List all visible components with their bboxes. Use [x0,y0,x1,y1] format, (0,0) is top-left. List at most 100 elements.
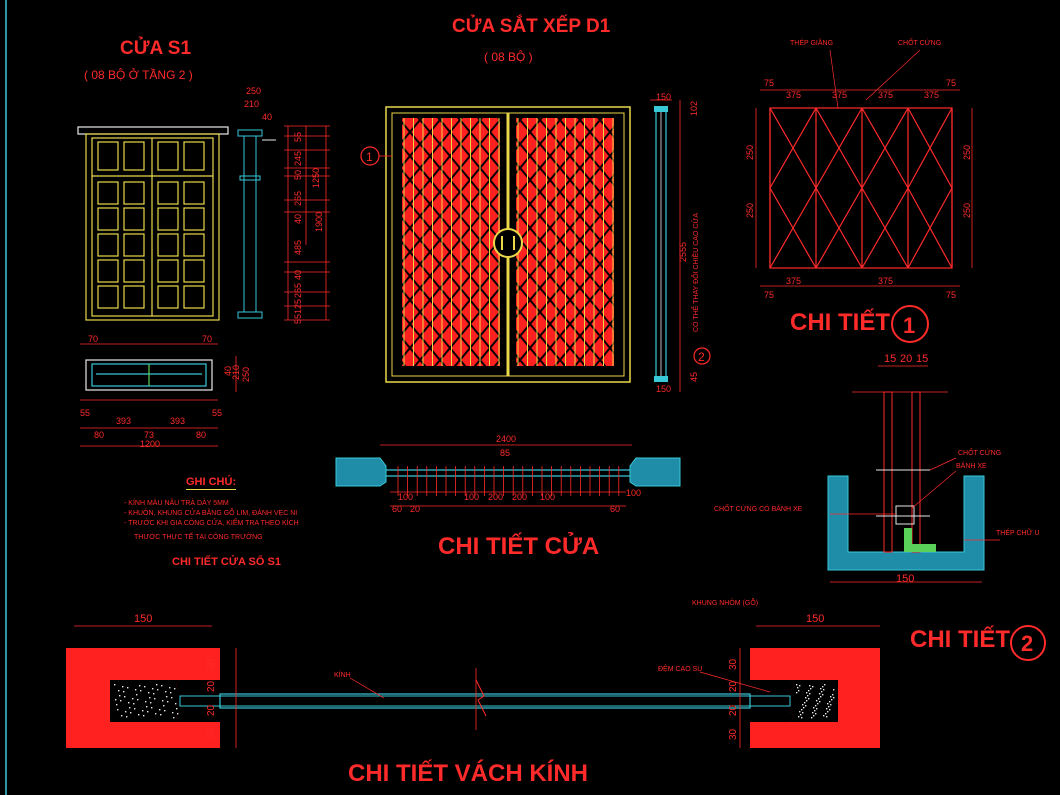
dim-text: 55 [212,408,222,418]
filler-speck [816,700,818,702]
dim-text: 55 [293,132,303,142]
lattice-bar [815,107,863,189]
filler-speck [828,706,830,708]
dim-text: 393 [116,416,131,426]
filler-speck [819,693,821,695]
label-kinh: KÍNH [334,672,351,679]
filler-speck [811,717,813,719]
filler-speck [145,701,147,703]
dim-text: 40 [223,366,233,376]
filler-speck [157,689,159,691]
dim-text: 150 [656,384,671,394]
filler-speck [813,715,815,717]
dim-text: 55 [80,408,90,418]
window-pane [183,141,205,171]
callout-2-text: 2 [698,350,705,364]
dim-text: 250 [745,203,755,218]
title-chi-tiet-1: CHI TIẾT [790,309,890,336]
filler-speck [128,702,130,704]
filler-speck [176,708,178,710]
dim-text: 30 [206,728,217,740]
filler-speck [833,689,835,691]
dim-text: 375 [924,90,939,100]
dim-text: 20 [206,704,217,716]
filler-speck [123,691,125,693]
dim-text: 200 [488,492,503,502]
filler-speck [830,704,832,706]
filler-speck [809,693,811,695]
dim-text: 40 [293,270,303,280]
filler-speck [818,698,820,700]
filler-speck [823,689,825,691]
window-pane [157,233,179,257]
dim-text: 375 [786,276,801,286]
filler-speck [817,703,819,705]
dim-text: 55 [293,314,303,324]
filler-speck [154,698,156,700]
filler-speck [805,697,807,699]
filler-speck [146,706,148,708]
detail-2-channel [827,365,1000,583]
filler-speck [140,690,142,692]
window-pane [183,181,205,205]
notes-line-4: THƯỚC THỰC TẾ TẠI CÔNG TRƯỜNG [134,534,263,541]
filler-speck [804,702,806,704]
dim-text: 75 [946,78,956,88]
detail-1-number: 1 [903,313,915,338]
dim-text: 30 [728,658,739,670]
window-pane [157,141,179,171]
filler-speck [172,712,174,714]
dim-text: 375 [878,276,893,286]
dim-text: 210 [231,365,241,380]
dim-text: 40 [262,112,272,122]
dim-text: 30 [206,658,217,670]
label-khung-nhom: KHUNG NHÔM (GỖ) [692,600,759,607]
title-cua-sat-xep: CỬA SẮT XẾP D1 [452,16,611,37]
window-s1-section [237,129,276,319]
dim-text: 80 [94,430,104,440]
filler-speck [142,710,144,712]
dim-text: 30 [728,728,739,740]
filler-speck [129,707,131,709]
filler-speck [148,692,150,694]
window-pane [123,207,145,231]
filler-speck [164,710,166,712]
dim-text: 85 [500,448,510,458]
label-banh-xe: BÁNH XE [956,463,987,470]
filler-speck [798,690,800,692]
lattice-bar [907,187,953,269]
window-pane [157,207,179,231]
filler-speck [816,708,818,710]
filler-speck [116,704,118,706]
dim-text: 100 [464,492,479,502]
filler-speck [803,707,805,709]
glass-partition-detail [66,625,880,748]
dim-text: 125 [293,299,303,314]
window-pane [97,233,119,257]
dim-text: 250 [962,145,972,160]
filler-speck [815,713,817,715]
filler-speck [812,712,814,714]
dim-text: 1250 [311,168,321,188]
filler-speck [821,691,823,693]
filler-speck [805,705,807,707]
filler-speck [150,702,152,704]
filler-speck [812,686,814,688]
filler-speck [819,701,821,703]
dim-text: 265 [293,191,303,206]
filler-speck [159,709,161,711]
filler-speck [802,704,804,706]
dim-text: 250 [241,367,251,382]
filler-speck [801,717,803,719]
filler-speck [126,716,128,718]
dim-text: 45 [689,372,699,382]
dim-text: 75 [946,290,956,300]
lattice-bar [861,187,909,269]
dim-text: 80 [196,430,206,440]
dim-text: 150 [806,613,824,625]
window-pane [123,181,145,205]
filler-speck [802,712,804,714]
notes-line-3: - TRƯỚC KHI GIA CÔNG CỬA, KIỂM TRA THEO … [124,520,299,527]
filler-speck [830,696,832,698]
